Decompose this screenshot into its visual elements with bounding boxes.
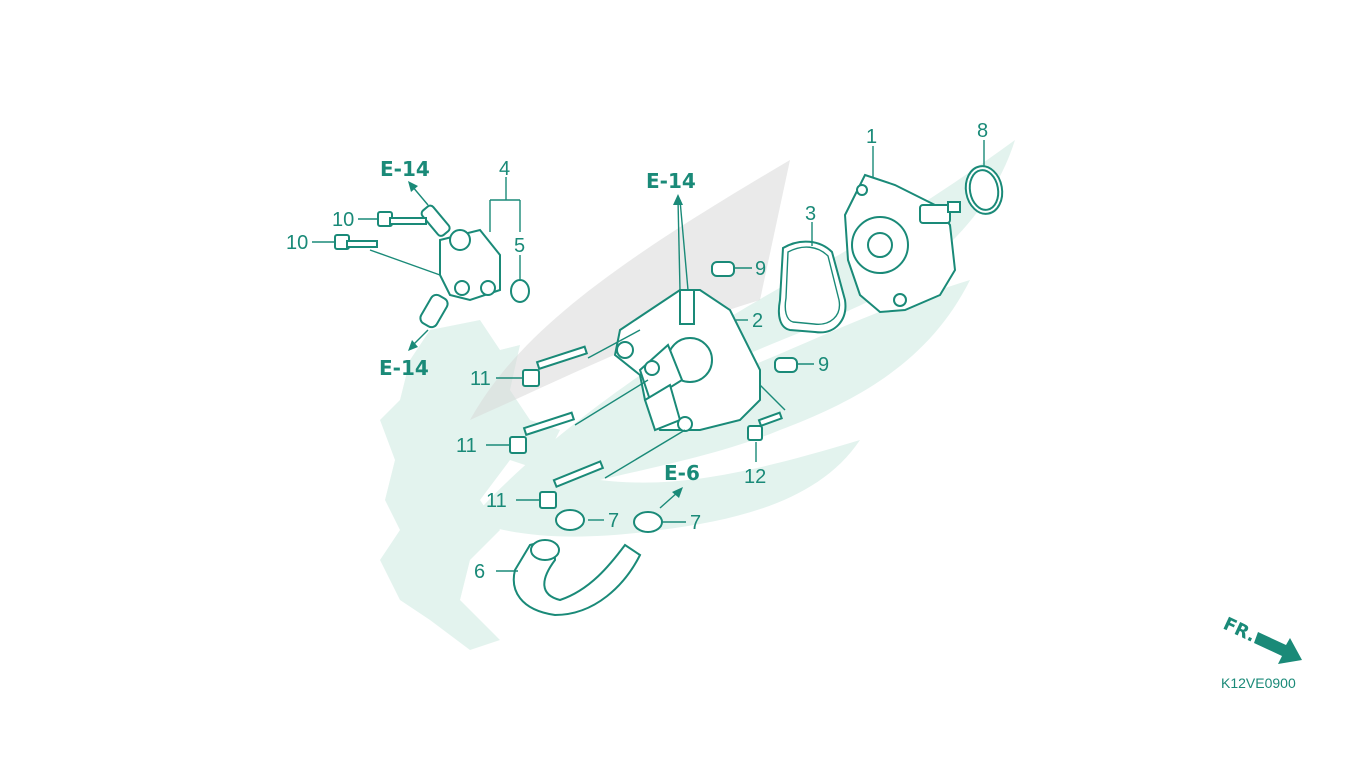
callout-11-a: 11 <box>470 368 491 390</box>
dowel-pin-upper <box>711 261 735 277</box>
front-label: FR. <box>1220 613 1259 646</box>
diagram-code: K12VE0900 <box>1221 675 1296 691</box>
bolt-10-lower <box>334 234 378 250</box>
callout-12: 12 <box>744 466 766 488</box>
ref-e6: E-6 <box>664 461 700 485</box>
ref-e14-center: E-14 <box>646 169 696 193</box>
callout-9-lower: 9 <box>818 354 829 376</box>
callout-10-lower: 10 <box>286 232 308 254</box>
callout-10-upper: 10 <box>332 209 354 231</box>
callout-5: 5 <box>514 235 525 257</box>
bolt-11-c <box>539 460 605 509</box>
leader-lines <box>312 140 985 572</box>
bolt-12 <box>747 411 783 441</box>
reference-arrows <box>408 181 683 509</box>
hose-clamp-left <box>555 509 585 531</box>
ref-e14-bottom-left: E-14 <box>379 356 429 380</box>
front-direction-indicator: FR. <box>1220 613 1302 664</box>
o-ring-small <box>510 279 530 303</box>
bolt-10-upper <box>377 211 427 227</box>
hose-fitting <box>419 204 501 329</box>
callout-1: 1 <box>866 126 877 148</box>
callout-6: 6 <box>474 561 485 583</box>
bolt-11-b <box>509 411 576 454</box>
pump-cover <box>613 289 761 432</box>
callout-4: 4 <box>499 158 510 180</box>
dowel-pin-lower <box>774 357 798 373</box>
callout-9-upper: 9 <box>755 258 766 280</box>
ref-e14-top-left: E-14 <box>380 157 430 181</box>
callout-3: 3 <box>805 203 816 225</box>
callout-2: 2 <box>752 310 763 332</box>
callout-7-right: 7 <box>690 512 701 534</box>
callout-11-b: 11 <box>456 435 477 457</box>
front-arrow-icon <box>1254 632 1302 664</box>
water-pump <box>843 173 961 314</box>
water-hose <box>512 542 642 617</box>
callout-7-left: 7 <box>608 510 619 532</box>
callout-11-c: 11 <box>486 490 507 512</box>
callout-8: 8 <box>977 120 988 142</box>
hose-clamp-right <box>633 511 663 533</box>
